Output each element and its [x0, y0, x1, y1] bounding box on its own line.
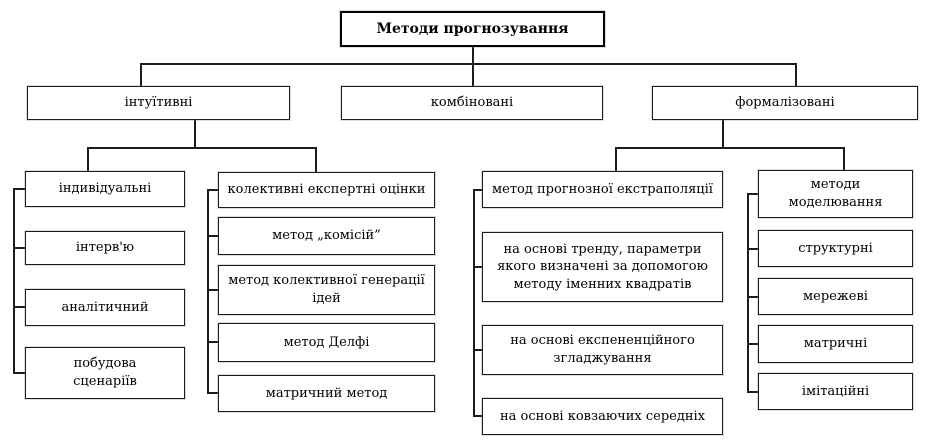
connector: [472, 47, 474, 64]
node-network: мережеві: [758, 278, 913, 315]
node-commission-method: метод „комісій”: [218, 217, 435, 255]
node-trend-least-squares: на основі тренду, параметри якого визнач…: [482, 232, 723, 302]
connector: [747, 193, 758, 195]
node-moving-averages: на основі ковзаючих середніх: [482, 398, 723, 435]
node-scenario-building: побудова сценаріїв: [25, 347, 185, 399]
node-analytical: аналітичний: [25, 289, 185, 326]
connector: [473, 189, 482, 191]
connector: [207, 235, 218, 237]
connector: [473, 349, 482, 351]
connector: [207, 392, 218, 394]
connector: [747, 391, 758, 393]
node-matrix-method: матричний метод: [218, 375, 435, 412]
connector: [473, 189, 475, 417]
node-intuitive: інтуїтивні: [27, 86, 290, 120]
node-formalized: формалізовані: [652, 86, 918, 120]
node-modeling-methods: методи моделювання: [758, 170, 913, 218]
connector: [13, 372, 25, 374]
node-individual: індивідуальні: [25, 171, 185, 207]
connector: [843, 147, 845, 170]
connector: [87, 147, 89, 171]
connector: [747, 248, 758, 250]
node-delphi-method: метод Делфі: [218, 323, 435, 362]
connector: [13, 188, 15, 374]
connector: [207, 189, 209, 394]
connector: [13, 306, 25, 308]
connector: [747, 343, 758, 345]
connector: [615, 147, 617, 171]
node-collective-idea-generation-method: метод колективної генерації ідей: [218, 265, 435, 315]
connector: [615, 147, 845, 149]
connector: [472, 63, 474, 86]
node-root: Методи прогнозування: [340, 11, 605, 47]
connector: [315, 147, 317, 172]
connector: [140, 63, 797, 65]
node-exponential-smoothing: на основі експененційного згладжування: [482, 325, 723, 375]
node-interview: інтерв'ю: [25, 231, 185, 265]
connector: [795, 63, 797, 86]
connector: [87, 147, 317, 149]
connector: [207, 341, 218, 343]
connector: [207, 289, 218, 291]
node-combined: комбіновані: [341, 86, 603, 120]
node-collective-expert-evaluations: колективні експертні оцінки: [218, 172, 435, 208]
connector: [13, 247, 25, 249]
connector: [140, 63, 142, 86]
connector: [207, 189, 218, 191]
connector: [473, 266, 482, 268]
connector: [473, 415, 482, 417]
node-forecast-extrapolation-method: метод прогнозної екстраполяції: [482, 171, 723, 208]
connector: [722, 120, 724, 148]
node-matrix: матричні: [758, 325, 913, 363]
connector: [194, 120, 196, 148]
node-structural: структурні: [758, 230, 913, 267]
connector: [747, 296, 758, 298]
node-simulation: імітаційні: [758, 373, 913, 410]
connector: [747, 193, 749, 391]
connector: [13, 188, 25, 190]
